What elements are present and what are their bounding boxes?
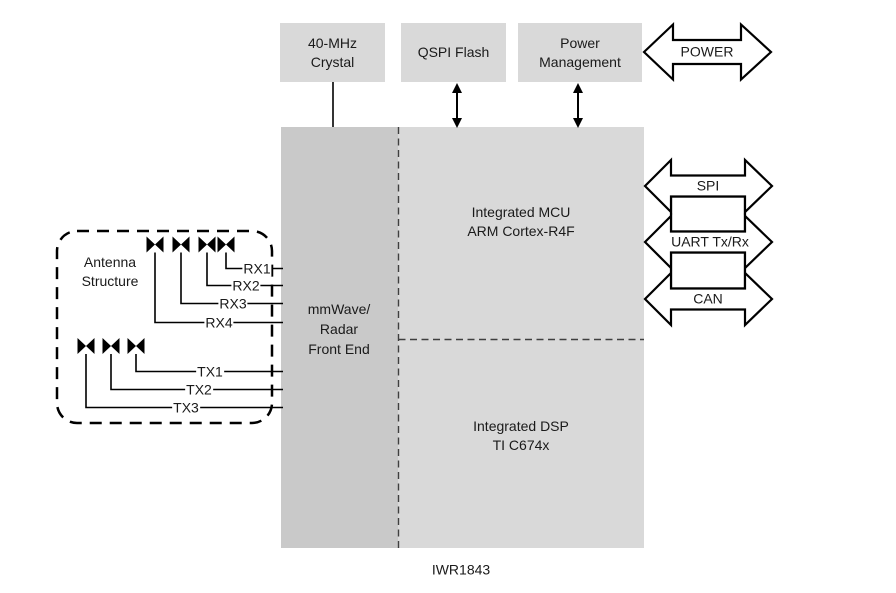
spi-arrow-label: SPI <box>696 177 720 194</box>
mcu-region-label: Integrated MCU ARM Cortex-R4F <box>467 204 575 239</box>
power-bus-arrow <box>573 83 583 128</box>
qspi-flash-box: QSPI Flash <box>401 23 506 82</box>
uart-arrow-label: UART Tx/Rx <box>670 233 750 250</box>
chip-name-label: IWR1843 <box>431 561 491 578</box>
crystal-box-label: 40-MHz Crystal <box>307 34 357 70</box>
tx-wires <box>85 354 283 409</box>
rx4-wire <box>154 252 283 324</box>
front-end-label: mmWave/ Radar Front End <box>307 301 371 357</box>
power-management-box: Power Management <box>518 23 642 82</box>
tx2-label: TX2 <box>185 381 213 397</box>
power-management-box-label: Power Management <box>539 34 621 70</box>
antenna-icon <box>217 236 235 253</box>
antenna-icon <box>127 338 145 354</box>
front-end-region <box>281 127 398 548</box>
soc-block <box>281 127 644 548</box>
power-arrow-label: POWER <box>680 43 734 60</box>
rx3-label: RX3 <box>218 295 248 311</box>
rx4-label: RX4 <box>204 314 234 330</box>
antenna-icon <box>146 236 164 253</box>
qspi-bus-arrow <box>452 83 462 128</box>
rx1-label: RX1 <box>242 260 272 276</box>
crystal-box: 40-MHz Crystal <box>280 23 385 82</box>
rx3-wire <box>180 252 283 305</box>
antenna-icon <box>77 338 95 354</box>
antenna-icon <box>198 236 216 253</box>
qspi-flash-box-label: QSPI Flash <box>417 44 490 60</box>
tx3-wire <box>85 354 283 409</box>
antenna-structure-label: Antenna Structure <box>81 254 139 289</box>
antenna-structure-box <box>55 229 274 425</box>
tx1-label: TX1 <box>196 363 224 379</box>
tx3-label: TX3 <box>172 399 200 415</box>
soc-partition-dashes <box>397 127 644 548</box>
dsp-region-label: Integrated DSP TI C674x <box>473 418 569 453</box>
spi-arrow <box>643 157 774 215</box>
antenna-icon <box>172 236 190 253</box>
tx2-wire <box>110 354 283 391</box>
rx-antenna-icons <box>146 236 235 253</box>
bus-connector-rect <box>669 195 747 233</box>
can-arrow <box>643 270 774 328</box>
antenna-icon <box>102 338 120 354</box>
tx1-wire <box>135 354 283 373</box>
rx2-label: RX2 <box>231 277 261 293</box>
can-arrow-label: CAN <box>693 290 723 307</box>
bus-connector-rect <box>669 251 747 290</box>
power-arrow <box>642 21 773 83</box>
tx-antenna-icons <box>77 338 145 354</box>
